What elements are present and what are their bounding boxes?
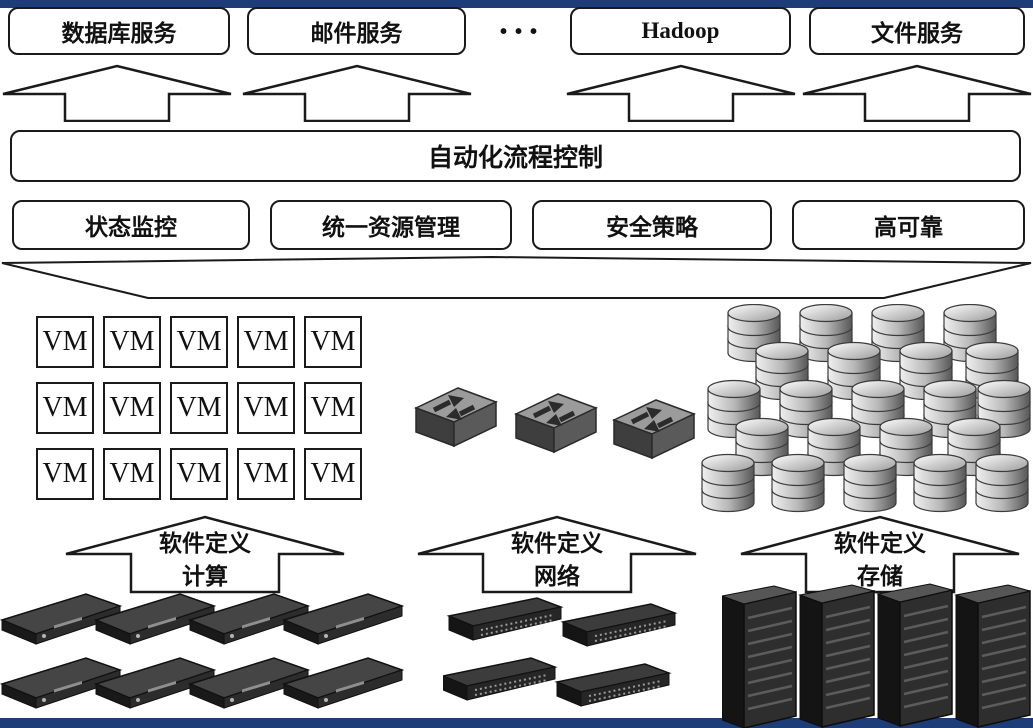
vm-box: VM [170,448,228,500]
network-switch-icon [562,603,676,647]
sd-network-label-line2: 网络 [534,563,580,589]
vm-box: VM [304,448,362,500]
vm-box: VM [170,382,228,434]
high-availability-box: 高可靠 [792,200,1025,250]
sd-storage-arrow: 软件定义 存储 [740,515,1020,594]
resource-management-box: 统一资源管理 [270,200,512,250]
vm-box: VM [237,448,295,500]
sd-storage-label-line1: 软件定义 [834,530,926,556]
sd-network-label-line1: 软件定义 [511,530,603,556]
vm-box: VM [36,382,94,434]
router-icon [614,400,694,458]
up-arrow-icon [566,64,796,122]
up-arrow-icon [242,64,472,122]
disk-stack-icon [772,455,824,512]
disk-stack-icon [702,455,754,512]
status-monitoring-box: 状态监控 [12,200,250,250]
tower-server-icon [798,583,876,728]
disk-stack-icon [844,455,896,512]
network-switch-icon [448,597,562,641]
service-box-mail: 邮件服务 [247,7,466,55]
router-icon [416,388,496,446]
sd-storage-label-line2: 存储 [857,563,903,589]
network-switch-icon [443,657,556,701]
sd-compute-label-line2: 计算 [182,563,228,589]
aggregation-funnel-shape [1,255,1032,299]
rack-server-icon [283,593,403,645]
tower-server-icon [876,582,954,728]
tower-server-icon [722,584,798,728]
security-policy-box: 安全策略 [532,200,772,250]
up-arrow-icon [802,64,1032,122]
rack-server-icons [1,593,403,709]
vm-box: VM [103,316,161,368]
disk-stack-icon [976,455,1028,512]
vm-box: VM [170,316,228,368]
disk-stack-icon [914,455,966,512]
service-box-hadoop: Hadoop [570,7,791,55]
vm-box: VM [237,382,295,434]
vm-box: VM [304,316,362,368]
vm-box: VM [103,448,161,500]
vm-box: VM [36,316,94,368]
switch-icons [443,597,676,707]
network-switch-icon [556,663,670,707]
bottom-accent-bar [0,718,1033,728]
up-arrow-icon [2,64,232,122]
vm-box: VM [237,316,295,368]
vm-box: VM [304,382,362,434]
rack-server-icon [283,657,403,709]
tower-server-icons [722,582,1032,728]
service-box-database: 数据库服务 [8,7,230,55]
storage-disk-icons [700,304,1033,522]
vm-box: VM [103,382,161,434]
router-icon [516,394,596,452]
service-box-file: 文件服务 [809,7,1025,55]
tower-server-icon [954,583,1032,728]
vm-box: VM [36,448,94,500]
network-device-icons [400,380,700,470]
top-accent-bar [0,0,1033,8]
automation-control-box: 自动化流程控制 [10,130,1021,182]
ellipsis-dots: ··· [497,11,543,51]
sd-compute-label-line1: 软件定义 [159,530,251,556]
sd-network-arrow: 软件定义 网络 [417,515,697,594]
sd-compute-arrow: 软件定义 计算 [65,515,345,594]
